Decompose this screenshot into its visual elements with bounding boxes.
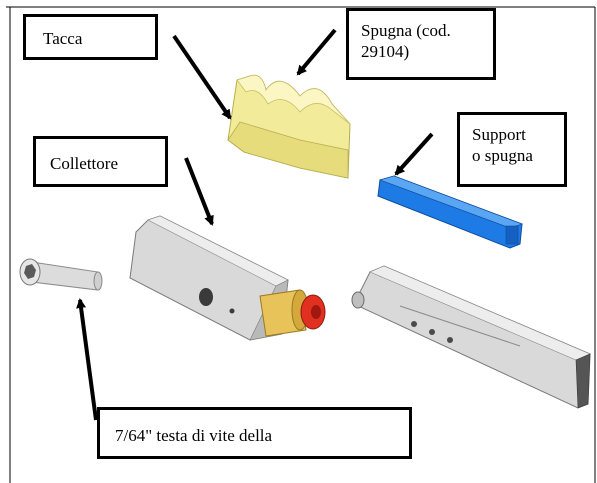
- support-end-tab: [505, 225, 519, 245]
- callout-tacca-text: Tacca: [43, 29, 83, 48]
- sponge-top-face: [236, 74, 351, 125]
- callout-spugna-line1: Spugna (cod.: [361, 21, 451, 40]
- screw-hex-socket: [24, 264, 36, 279]
- callout-vite: 7/64" testa di vite della: [97, 407, 412, 459]
- callout-spugna-line2: 29104): [361, 42, 410, 61]
- arrow-collettore: [184, 157, 214, 226]
- callout-supporto-line1: Support: [472, 125, 526, 144]
- rail-body-part: [351, 265, 591, 409]
- callout-collettore-text: Collettore: [50, 154, 118, 173]
- arrow-spugna: [296, 28, 337, 76]
- callout-supporto-line2: o spugna: [472, 146, 533, 165]
- sponge-front-face: [227, 121, 349, 179]
- rail-hole-2: [429, 329, 435, 335]
- callout-supporto-spugna: Support o spugna: [457, 112, 567, 187]
- rail-end-face: [575, 353, 591, 409]
- sponge-support-part: [377, 175, 523, 249]
- arrow-supporto: [394, 132, 434, 176]
- sponge-part: [227, 74, 351, 179]
- screw-shaft-end: [93, 271, 103, 291]
- collector-small-hole: [229, 308, 235, 314]
- socket-screw-part: [19, 258, 103, 291]
- arrow-tacca: [172, 34, 232, 120]
- callout-collettore: Collettore: [33, 136, 168, 187]
- rail-end-bolt: [351, 291, 365, 309]
- support-top-face: [379, 175, 523, 229]
- nozzle-red-cap-inner: [311, 305, 321, 319]
- callout-vite-text: 7/64" testa di vite della: [115, 426, 273, 445]
- arrow-vite: [76, 298, 98, 421]
- rail-body: [353, 265, 591, 409]
- rail-groove-line: [399, 305, 521, 347]
- rail-hole-3: [447, 337, 453, 343]
- rail-hole-1: [411, 321, 417, 327]
- callout-tacca: Tacca: [23, 14, 158, 60]
- screw-shaft: [31, 261, 99, 291]
- callout-spugna: Spugna (cod. 29104): [346, 8, 496, 80]
- nozzle-fitting-part: [259, 289, 326, 337]
- collector-port-hole: [199, 288, 213, 306]
